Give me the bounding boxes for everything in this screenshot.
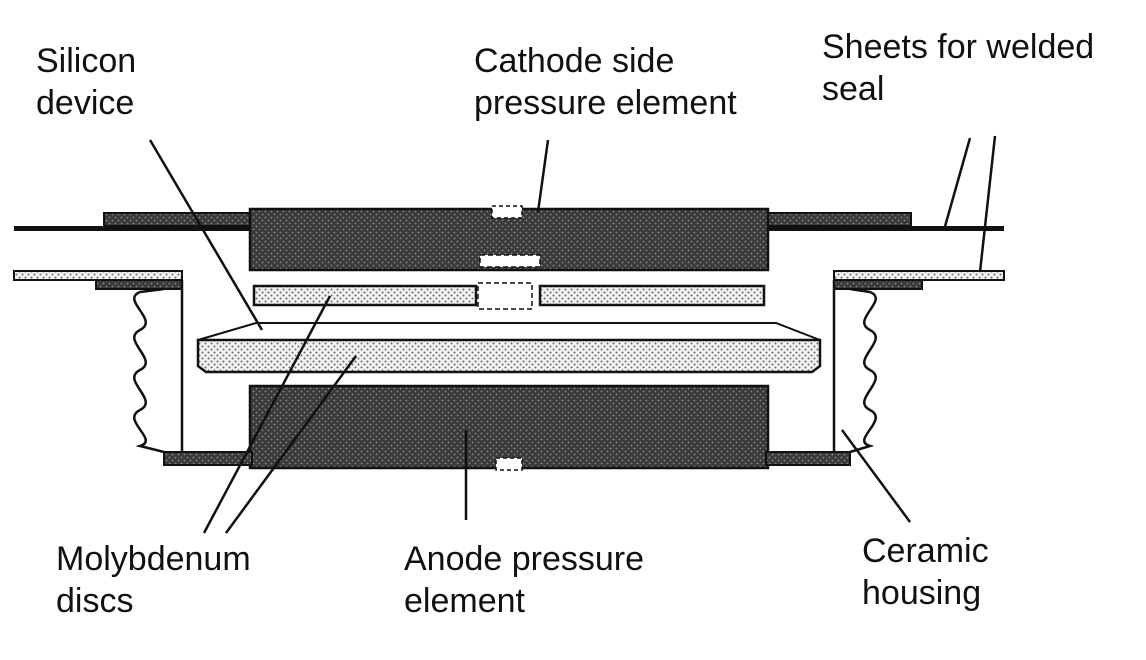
leader-silicon-device: [148, 139, 264, 331]
label-ceramic-housing: Ceramic housing: [862, 532, 989, 612]
leader-weld-sheet-1: [942, 137, 972, 231]
label-cathode-pressure-element: Cathode side pressure element: [474, 42, 737, 122]
lower-weld-sheet: [13, 270, 1005, 290]
gate-contact: [477, 254, 541, 310]
leader-ceramic-housing: [840, 429, 912, 523]
anode-pressure-element: [163, 384, 851, 471]
leader-weld-sheet-2: [978, 135, 997, 273]
cathode-pressure-element: [248, 205, 770, 272]
ceramic-housing-left: [133, 280, 184, 454]
leader-molybdenum-2: [224, 355, 358, 534]
label-weld-sheets: Sheets for welded seal: [822, 28, 1095, 108]
lower-molybdenum-disc: [196, 338, 822, 374]
label-molybdenum-discs: Molybdenum discs: [56, 540, 251, 620]
label-silicon-device: Silicon device: [36, 42, 137, 122]
label-anode-pressure-element: Anode pressure element: [404, 540, 645, 620]
upper-molybdenum-disc: [252, 284, 766, 307]
silicon-device: [197, 322, 821, 341]
ceramic-housing-right: [832, 280, 877, 454]
leader-cathode-element: [536, 139, 550, 213]
leader-molybdenum-1: [202, 295, 332, 534]
leader-lines: [148, 135, 997, 534]
